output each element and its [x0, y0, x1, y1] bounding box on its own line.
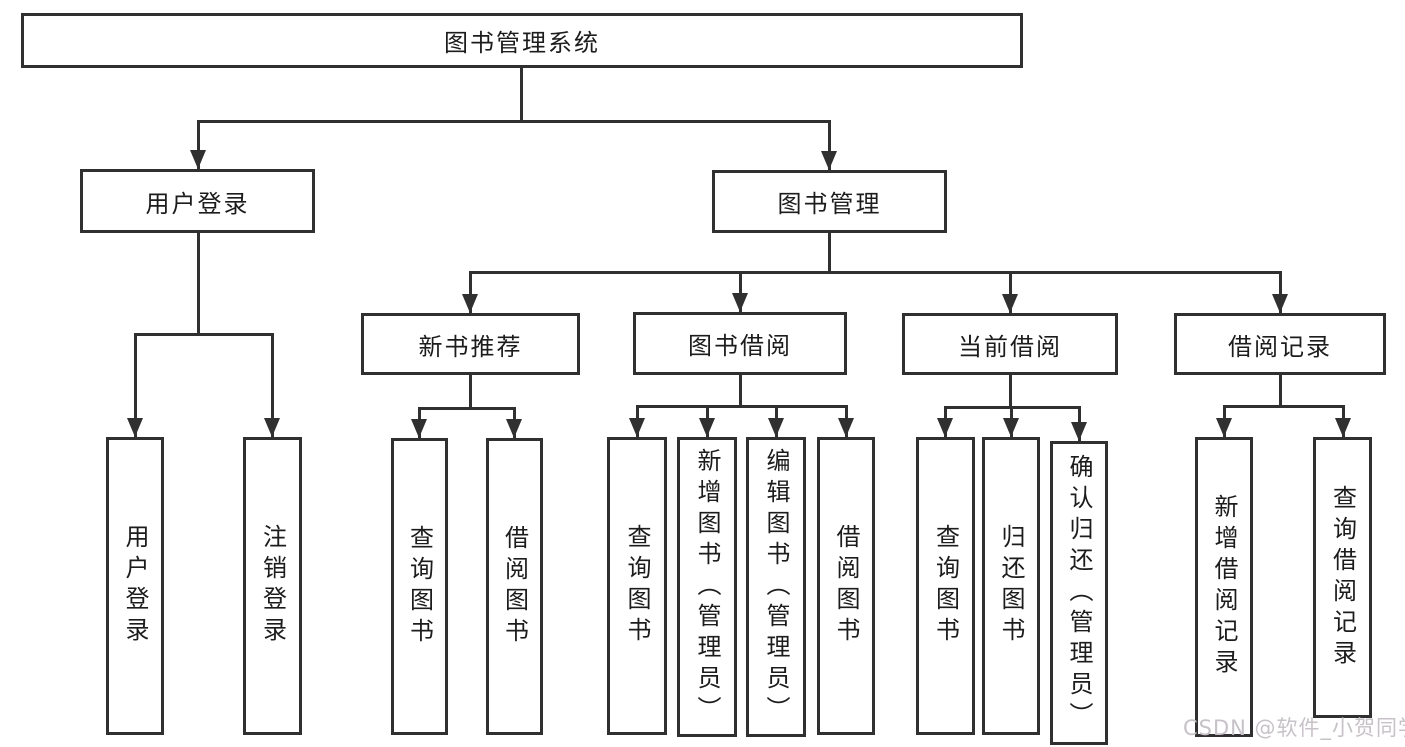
- node-new-book-recommend: 新书推荐: [361, 313, 580, 375]
- connector-line: [828, 233, 831, 271]
- arrow-down-icon: [838, 418, 854, 437]
- connector-line: [469, 271, 1281, 274]
- arrow-down-icon: [1071, 422, 1087, 441]
- arrow-down-icon: [699, 418, 715, 437]
- connector-line: [1009, 375, 1012, 406]
- leaf-cb-confirm-return-admin-label: 确认归还（管理员）: [1065, 453, 1093, 733]
- connector-line: [271, 333, 274, 437]
- node-user-login-label: 用户登录: [145, 189, 250, 218]
- node-book-borrowing: 图书借阅: [633, 312, 847, 375]
- leaf-logout-label: 注销登录: [258, 524, 287, 648]
- arrow-down-icon: [1003, 418, 1019, 437]
- node-book-borrowing-label: 图书借阅: [688, 332, 792, 360]
- leaf-bb-query-books-label: 查询图书: [623, 524, 651, 648]
- leaf-bb-edit-books-admin: 编辑图书（管理员）: [746, 437, 806, 737]
- leaf-br-add-record: 新增借阅记录: [1195, 437, 1253, 737]
- leaf-cb-return-books: 归还图书: [982, 437, 1040, 735]
- leaf-cb-query-books-label: 查询图书: [931, 524, 960, 648]
- arrow-down-icon: [768, 418, 784, 437]
- node-current-borrowing: 当前借阅: [902, 313, 1118, 375]
- connector-line: [1279, 375, 1282, 405]
- node-root-label: 图书管理系统: [444, 29, 600, 57]
- connector-line: [197, 120, 830, 123]
- arrow-down-icon: [937, 418, 953, 437]
- node-book-management-label: 图书管理: [777, 190, 882, 218]
- arrow-down-icon: [1216, 418, 1232, 437]
- arrow-down-icon: [127, 418, 143, 437]
- leaf-nbr-query-books-label: 查询图书: [405, 524, 434, 649]
- node-borrowing-records: 借阅记录: [1174, 313, 1386, 375]
- connector-line: [197, 233, 200, 333]
- leaf-user-login-label: 用户登录: [121, 524, 149, 648]
- arrow-down-icon: [821, 151, 837, 170]
- arrow-down-icon: [732, 293, 748, 312]
- arrow-down-icon: [190, 150, 206, 169]
- leaf-nbr-borrow-books-label: 借阅图书: [500, 524, 529, 649]
- connector-line: [469, 271, 472, 313]
- leaf-cb-confirm-return-admin: 确认归还（管理员）: [1050, 441, 1108, 745]
- leaf-cb-query-books: 查询图书: [916, 437, 975, 735]
- leaf-nbr-borrow-books: 借阅图书: [486, 438, 543, 735]
- connector-line: [197, 120, 200, 169]
- leaf-br-add-record-label: 新增借阅记录: [1210, 494, 1238, 680]
- leaf-bb-borrow-books-label: 借阅图书: [832, 524, 860, 648]
- connector-line: [134, 333, 273, 336]
- connector-line: [469, 375, 472, 407]
- leaf-cb-return-books-label: 归还图书: [997, 524, 1025, 648]
- leaf-logout: 注销登录: [243, 437, 302, 735]
- leaf-br-query-record: 查询借阅记录: [1313, 437, 1372, 718]
- node-user-login: 用户登录: [80, 169, 315, 233]
- arrow-down-icon: [1002, 294, 1018, 313]
- connector-line: [520, 68, 523, 120]
- arrow-down-icon: [629, 418, 645, 437]
- connector-line: [134, 333, 137, 437]
- connector-line: [739, 271, 742, 312]
- csdn-watermark: CSDN @软件_小贺同学: [1183, 716, 1405, 740]
- arrow-down-icon: [1272, 294, 1288, 313]
- leaf-bb-add-books-admin: 新增图书（管理员）: [677, 437, 737, 737]
- connector-line: [1279, 271, 1282, 313]
- node-book-management: 图书管理: [712, 170, 947, 233]
- arrow-down-icon: [411, 419, 427, 438]
- leaf-nbr-query-books: 查询图书: [391, 438, 448, 735]
- arrow-down-icon: [506, 419, 522, 438]
- node-current-borrowing-label: 当前借阅: [958, 332, 1062, 361]
- connector-line: [418, 407, 515, 410]
- arrow-down-icon: [462, 294, 478, 313]
- connector-line: [1223, 405, 1344, 408]
- connector-line: [739, 375, 742, 405]
- connector-line: [636, 405, 847, 408]
- leaf-bb-add-books-admin-label: 新增图书（管理员）: [693, 447, 721, 727]
- leaf-bb-query-books: 查询图书: [607, 437, 667, 735]
- node-root: 图书管理系统: [21, 13, 1023, 68]
- node-new-book-recommend-label: 新书推荐: [418, 332, 523, 361]
- connector-line: [828, 120, 831, 170]
- arrow-down-icon: [264, 418, 280, 437]
- leaf-br-query-record-label: 查询借阅记录: [1328, 484, 1357, 671]
- leaf-bb-edit-books-admin-label: 编辑图书（管理员）: [762, 447, 790, 727]
- node-borrowing-records-label: 借阅记录: [1228, 332, 1332, 361]
- arrow-down-icon: [1335, 418, 1351, 437]
- leaf-bb-borrow-books: 借阅图书: [817, 437, 875, 735]
- leaf-user-login: 用户登录: [106, 437, 164, 735]
- connector-line: [1009, 271, 1012, 313]
